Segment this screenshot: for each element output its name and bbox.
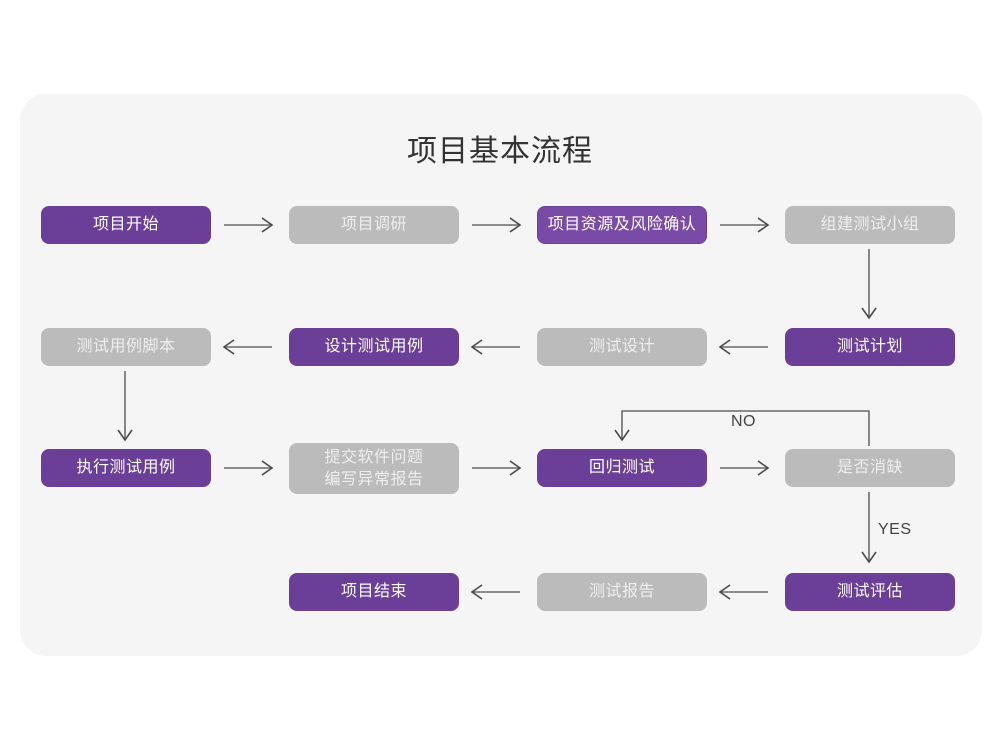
- page-title: 项目基本流程: [407, 135, 593, 168]
- node-submit-issues-report[interactable]: 提交软件问题 编写异常报告: [289, 443, 459, 494]
- node-regression-test[interactable]: 回归测试: [537, 449, 707, 487]
- node-test-report[interactable]: 测试报告: [537, 573, 707, 611]
- node-design-test-cases[interactable]: 设计测试用例: [289, 328, 459, 366]
- node-project-start[interactable]: 项目开始: [41, 206, 211, 244]
- node-resource-risk-confirm[interactable]: 项目资源及风险确认: [537, 206, 707, 244]
- edge-label-no: NO: [731, 413, 756, 430]
- node-test-evaluation[interactable]: 测试评估: [785, 573, 955, 611]
- edge-label-yes: YES: [878, 521, 912, 538]
- node-test-case-script[interactable]: 测试用例脚本: [41, 328, 211, 366]
- node-project-end[interactable]: 项目结束: [289, 573, 459, 611]
- flowchart-card: [20, 94, 982, 656]
- node-test-plan[interactable]: 测试计划: [785, 328, 955, 366]
- node-form-test-team[interactable]: 组建测试小组: [785, 206, 955, 244]
- node-defect-cleared[interactable]: 是否消缺: [785, 449, 955, 487]
- node-test-design[interactable]: 测试设计: [537, 328, 707, 366]
- node-execute-test-cases[interactable]: 执行测试用例: [41, 449, 211, 487]
- node-project-research[interactable]: 项目调研: [289, 206, 459, 244]
